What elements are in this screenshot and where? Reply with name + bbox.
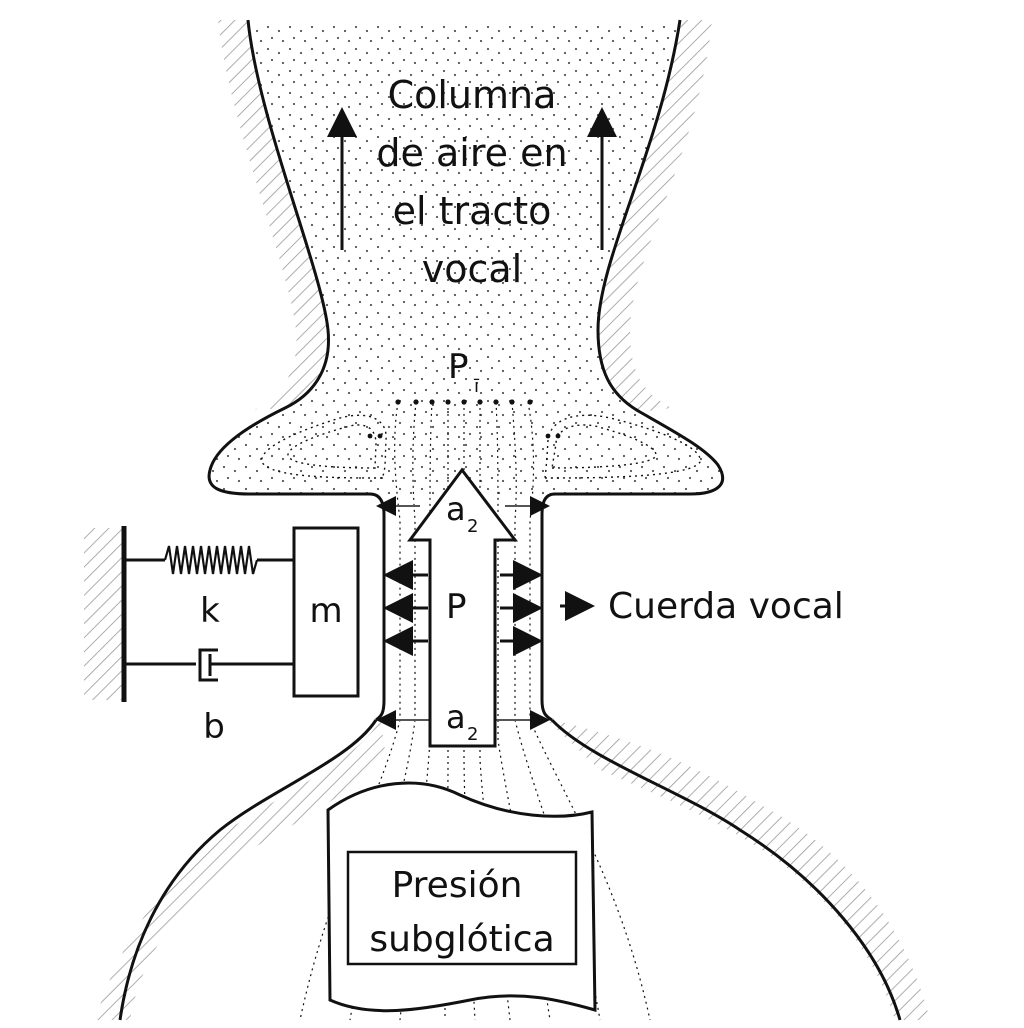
glottal-flow-arrow	[407, 467, 519, 748]
bottom-left-hatch	[95, 718, 385, 1020]
subglottic-wall-left	[118, 719, 378, 1021]
mass-label: m	[309, 591, 342, 631]
damper	[198, 648, 294, 682]
damper-label: b	[203, 707, 225, 747]
left-wall-hatch	[218, 20, 329, 410]
wall-pressure-arrows	[383, 560, 543, 656]
bottom-right-hatch	[545, 718, 930, 1020]
air-column-line-3: el tracto	[393, 189, 552, 233]
p-center-label: P	[446, 587, 467, 627]
a2-bottom-subscript: 2	[467, 724, 478, 745]
subglottic-line-2: subglótica	[369, 919, 554, 960]
air-column-label: Columna de aire en el tracto vocal	[376, 73, 567, 291]
a2-bottom-label: a	[446, 698, 466, 736]
p-upper-subscript: ī	[473, 376, 480, 397]
spring	[163, 545, 259, 575]
subglottic-box	[346, 850, 578, 966]
pressure-dot-row	[367, 399, 561, 439]
left-fold-inner-loop	[261, 414, 387, 479]
mass-block	[292, 526, 360, 698]
air-column-line-4: vocal	[422, 247, 522, 291]
vocal-cord-label: Cuerda vocal	[608, 586, 844, 627]
subglottic-line-1: Presión	[392, 865, 523, 906]
right-fold-inner-loop-2	[551, 424, 657, 469]
p-upper-label: P	[448, 347, 469, 387]
spring-label: k	[200, 591, 220, 631]
right-wall-hatch	[598, 20, 712, 412]
fixed-wall-hatch	[84, 528, 124, 700]
subglottic-wall-right	[550, 718, 902, 1021]
air-column-line-1: Columna	[388, 73, 557, 117]
a2-top-subscript: 2	[467, 516, 478, 537]
a2-top-label: a	[446, 490, 466, 528]
right-fold-inner-loop	[544, 414, 701, 479]
air-column-line-2: de aire en	[376, 131, 567, 175]
